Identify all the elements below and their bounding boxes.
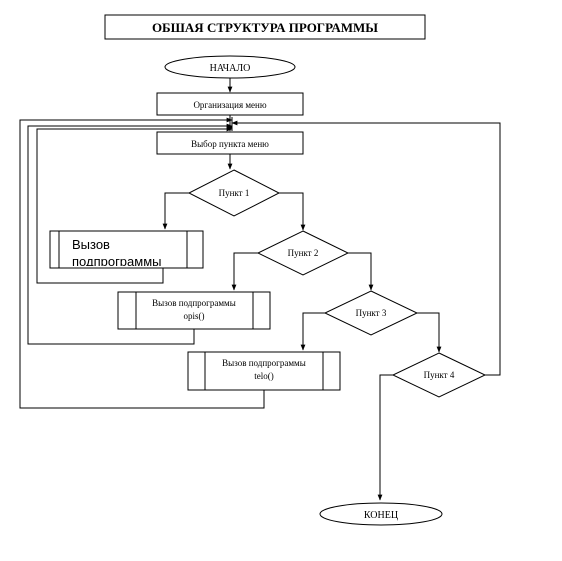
edge-item2-no bbox=[348, 252, 374, 291]
edge-item1-no bbox=[279, 192, 306, 231]
call-telo-process: Вызов подпрограммы telo() bbox=[187, 351, 341, 391]
item2-label: Пункт 2 bbox=[288, 248, 319, 258]
item1-label: Пункт 1 bbox=[219, 188, 250, 198]
decision-item4: Пункт 4 bbox=[391, 352, 487, 398]
choose-item-label: Выбор пункта меню bbox=[191, 139, 269, 149]
call-subprogram-process: Вызов подпрограммы bbox=[49, 230, 204, 269]
decision-item1: Пункт 1 bbox=[187, 169, 281, 217]
end-label: КОНЕЦ bbox=[364, 510, 398, 521]
start-terminator: НАЧАЛО bbox=[164, 55, 296, 79]
start-label: НАЧАЛО bbox=[210, 63, 251, 74]
edge-item3-no bbox=[417, 312, 442, 353]
call-telo-line2: telo() bbox=[254, 371, 274, 381]
org-menu-label: Организация меню bbox=[193, 100, 266, 110]
call-sub-line1: Вызов bbox=[72, 237, 110, 252]
call-opis-process: Вызов подпрограммы opis() bbox=[117, 291, 271, 330]
end-terminator: КОНЕЦ bbox=[319, 502, 443, 526]
edge-item1-yes bbox=[162, 192, 189, 230]
loop-from-item4 bbox=[231, 120, 501, 376]
edge-item3-yes bbox=[300, 312, 325, 351]
call-sub-line2: подпрограммы bbox=[72, 254, 162, 269]
loop-from-opis bbox=[27, 123, 233, 345]
call-opis-line1: Вызов подпрограммы bbox=[152, 298, 236, 308]
title-box: ОБШАЯ СТРУКТУРА ПРОГРАММЫ bbox=[104, 14, 426, 40]
item4-label: Пункт 4 bbox=[424, 370, 455, 380]
decision-item3: Пункт 3 bbox=[323, 290, 419, 336]
loop-from-subprogram bbox=[36, 126, 233, 284]
loop-from-telo bbox=[19, 117, 265, 409]
call-opis-line2: opis() bbox=[184, 311, 205, 321]
decision-item2: Пункт 2 bbox=[256, 230, 350, 276]
choose-item-process: Выбор пункта меню bbox=[156, 131, 304, 155]
edge-item4-yes bbox=[377, 374, 393, 501]
edge-item2-yes bbox=[231, 252, 258, 291]
org-menu-process: Организация меню bbox=[156, 92, 304, 116]
item3-label: Пункт 3 bbox=[356, 308, 387, 318]
call-telo-line1: Вызов подпрограммы bbox=[222, 358, 306, 368]
diagram-title: ОБШАЯ СТРУКТУРА ПРОГРАММЫ bbox=[152, 20, 378, 35]
